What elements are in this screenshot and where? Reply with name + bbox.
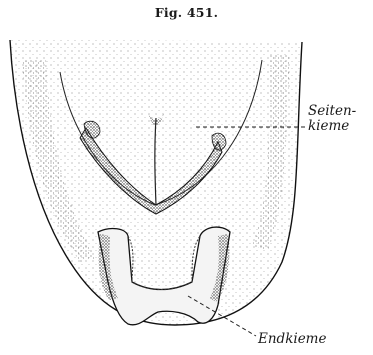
label-endkieme: Endkieme <box>258 332 326 347</box>
label-seitenkieme-line1: Seiten- <box>308 104 356 119</box>
label-seitenkieme-line2: kieme <box>308 119 356 134</box>
label-seitenkieme: Seiten- kieme <box>308 104 356 134</box>
